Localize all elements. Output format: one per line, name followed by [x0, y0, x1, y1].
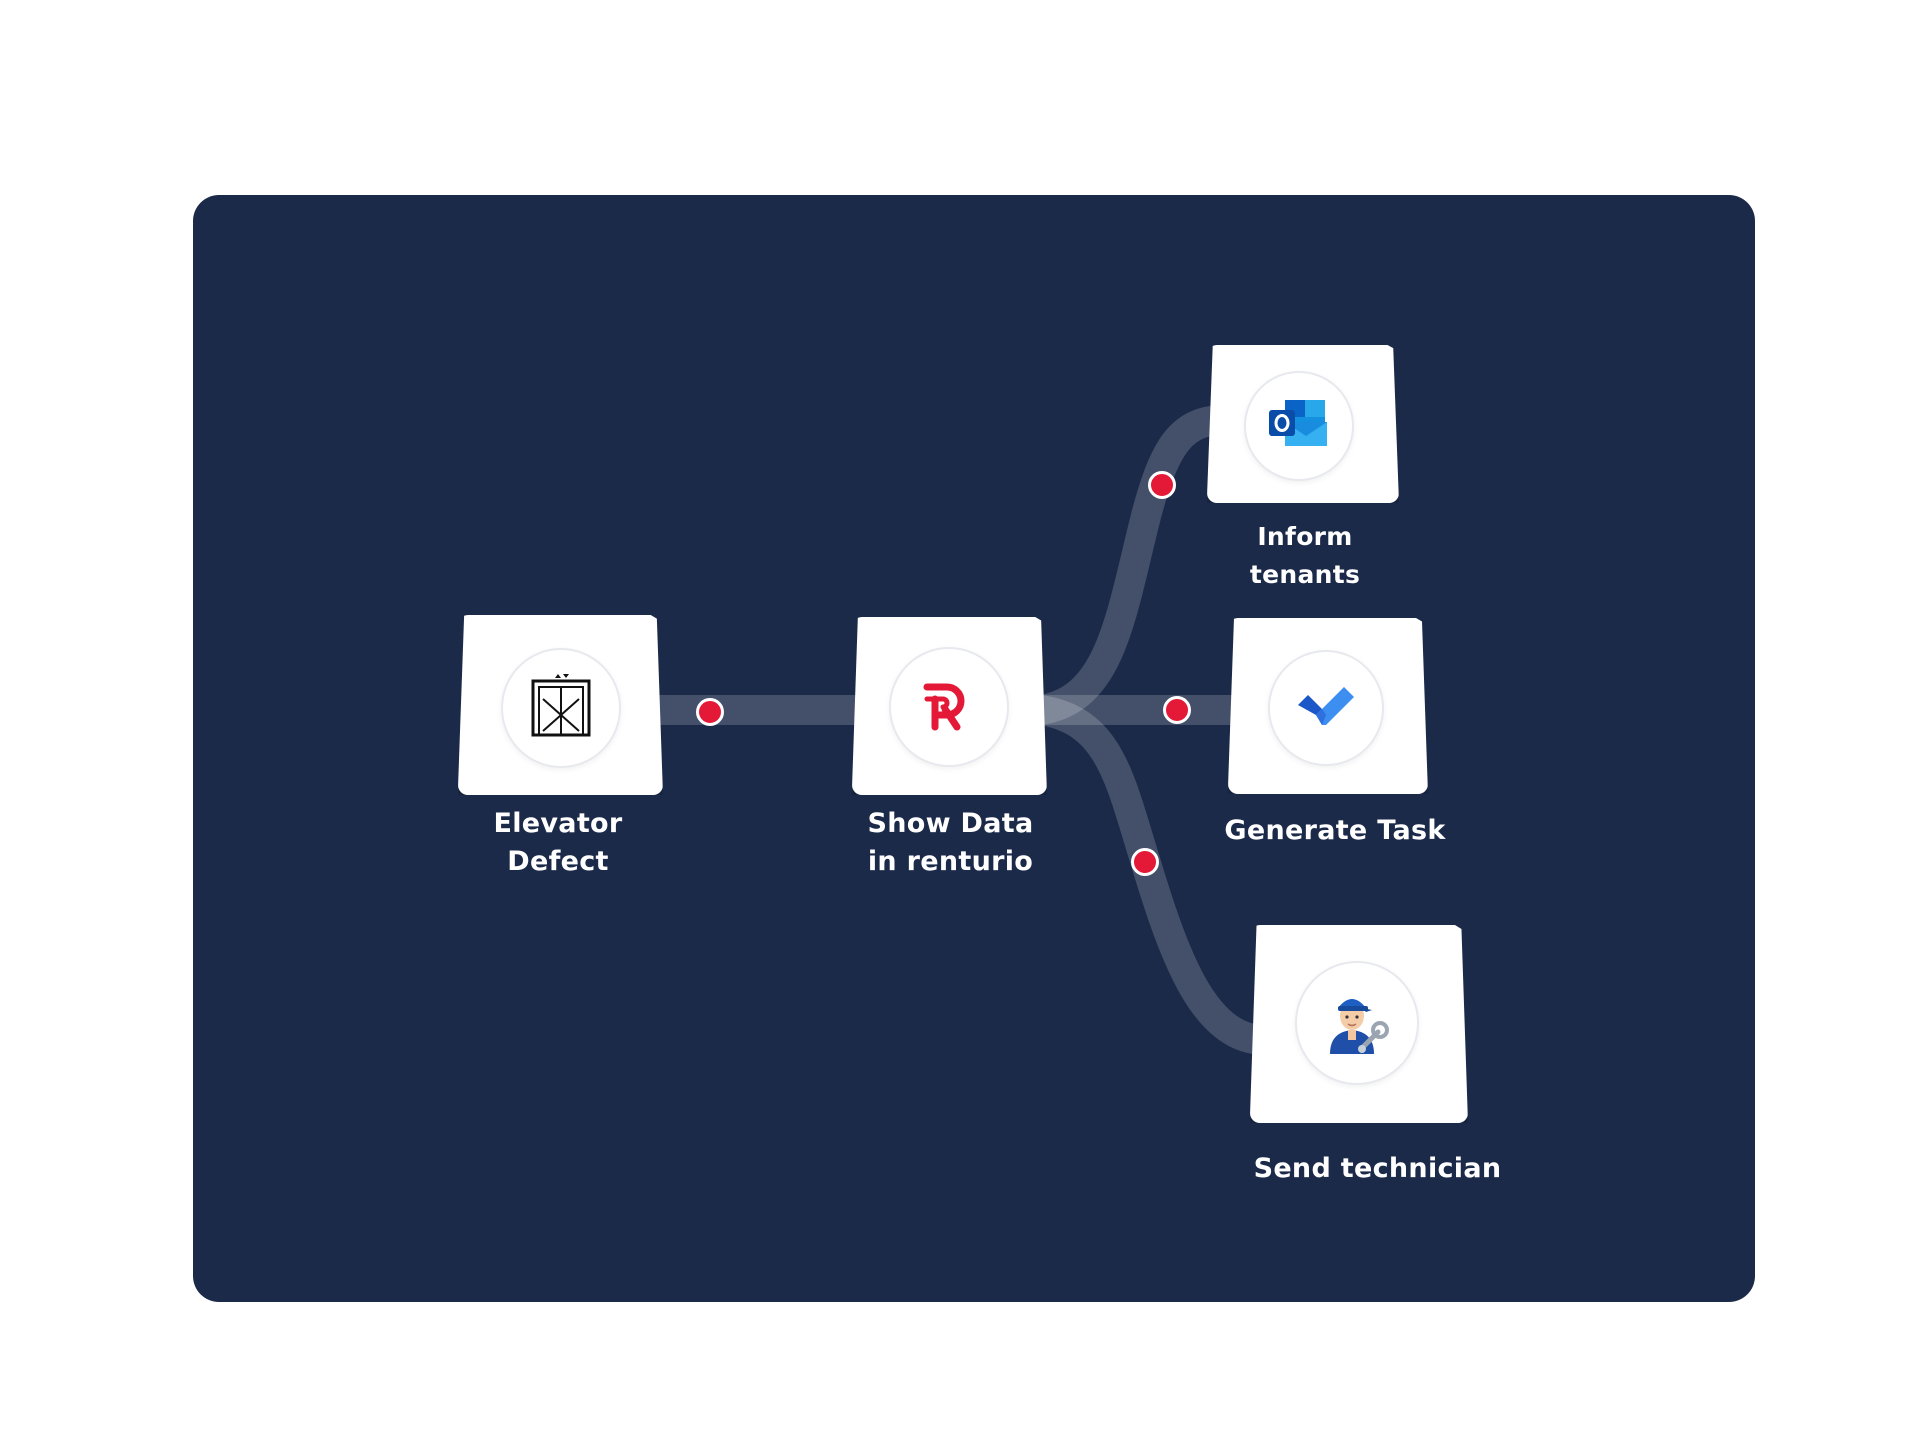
- send-technician-card: [1250, 925, 1468, 1123]
- elevator-icon: [528, 673, 594, 743]
- connector-dot-task: [1163, 696, 1191, 724]
- connector-dot-inform: [1148, 471, 1176, 499]
- technician-icon: [1322, 988, 1392, 1058]
- todo-icon-circle: [1268, 650, 1384, 766]
- generate-task-card: [1228, 618, 1428, 794]
- show-data-renturio-card: [852, 617, 1047, 795]
- technician-icon-circle: [1295, 961, 1419, 1085]
- elevator-defect-card: [458, 615, 663, 795]
- inform-tenants-card: [1207, 345, 1399, 503]
- connector-dot-elevator: [696, 698, 724, 726]
- connector-renturio-inform: [1025, 405, 1240, 725]
- show-data-renturio-label: Show Data in renturio: [867, 808, 1034, 877]
- send-technician-label: Send technician: [1253, 1153, 1502, 1184]
- generate-task-label: Generate Task: [1224, 815, 1446, 846]
- todo-check-icon: [1294, 681, 1358, 735]
- connector-dot-tech: [1131, 848, 1159, 876]
- renturio-logo-icon: [921, 677, 977, 737]
- outlook-icon-circle: [1244, 371, 1354, 481]
- elevator-icon-circle: [501, 648, 621, 768]
- renturio-icon-circle: [889, 647, 1009, 767]
- inform-tenants-label: Inform tenants: [1249, 522, 1361, 589]
- elevator-defect-label: Elevator Defect: [493, 808, 623, 877]
- outlook-icon: [1267, 398, 1331, 454]
